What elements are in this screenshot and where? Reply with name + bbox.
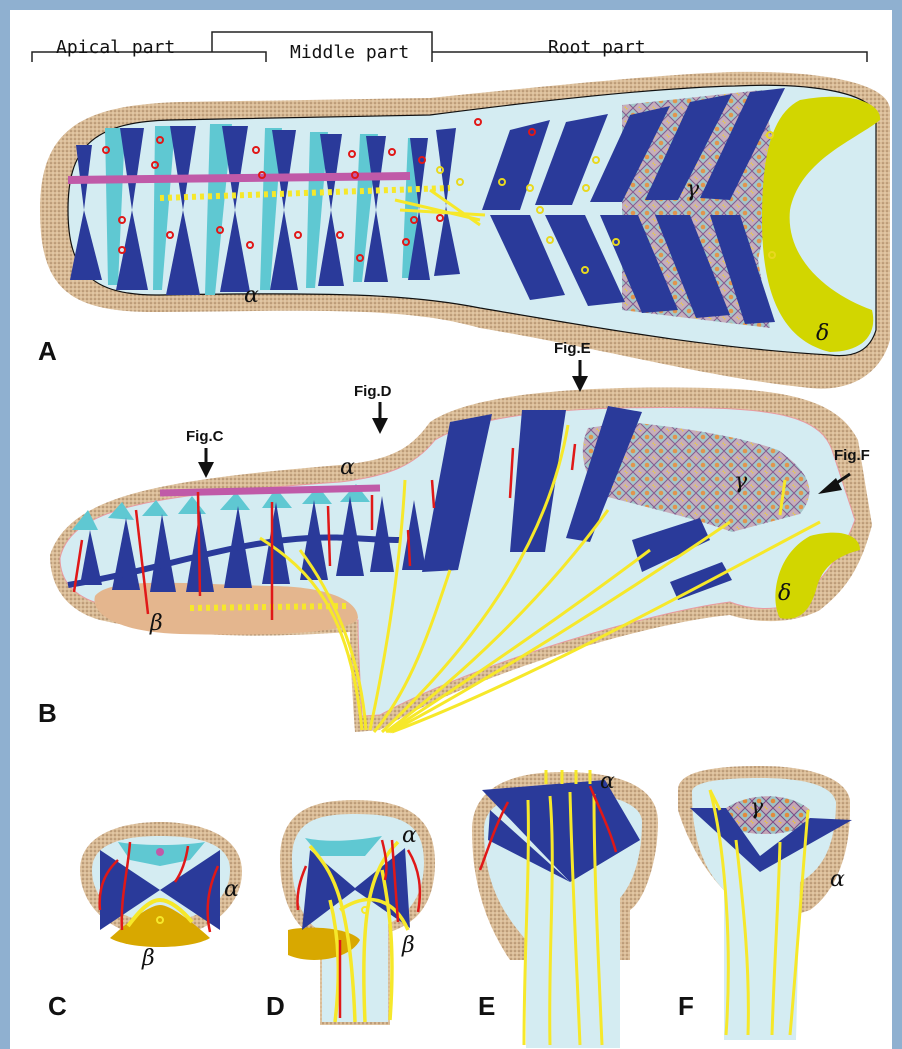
arrow-fig-f-label: Fig.F (834, 447, 870, 464)
panel-f-diagram: γ α F (678, 766, 852, 1040)
panel-d-beta-label: β (401, 933, 415, 958)
apical-part-label: Apical part (56, 37, 175, 58)
panel-b-diagram: Fig.C Fig.D Fig.E Fig.F α β γ δ B (38, 340, 872, 732)
panel-c-beta-label: β (141, 946, 155, 971)
panel-b-gamma-label: γ (734, 469, 748, 494)
region-header: Apical part Middle part Root part (32, 32, 867, 63)
panel-e-diagram: α E (472, 769, 658, 1048)
panel-e-label: E (478, 991, 495, 1021)
panel-a-diagram: α γ δ A (38, 72, 890, 389)
root-part-label: Root part (548, 37, 646, 58)
panel-a-label: A (38, 336, 57, 366)
panel-e-alpha-label: α (600, 769, 615, 794)
arrow-fig-e-label: Fig.E (554, 340, 591, 357)
panel-a-alpha-label: α (244, 283, 259, 308)
arrow-fig-d-label: Fig.D (354, 383, 392, 400)
panel-d-diagram: α β D (266, 800, 435, 1025)
panel-d-label: D (266, 991, 285, 1021)
panel-b-alpha-label: α (340, 455, 355, 480)
panel-a-gamma-label: γ (686, 177, 700, 202)
panel-c-label: C (48, 991, 67, 1021)
panel-c-alpha-label: α (224, 877, 239, 902)
panel-f-gamma-label: γ (750, 795, 764, 820)
figure-canvas: Apical part Middle part Root part (10, 10, 892, 1049)
arrow-fig-c-label: Fig.C (186, 428, 224, 445)
panel-f-label: F (678, 991, 694, 1021)
panel-c-diagram: α β C (48, 822, 242, 1021)
panel-f-alpha-label: α (830, 867, 845, 892)
middle-part-label: Middle part (290, 42, 409, 63)
panel-b-label: B (38, 698, 57, 728)
figure-frame: Apical part Middle part Root part (10, 10, 892, 1049)
panel-b-beta-label: β (149, 611, 163, 636)
panel-b-delta-label: δ (778, 581, 791, 606)
panel-d-alpha-label: α (402, 823, 417, 848)
panel-a-delta-label: δ (816, 321, 829, 346)
